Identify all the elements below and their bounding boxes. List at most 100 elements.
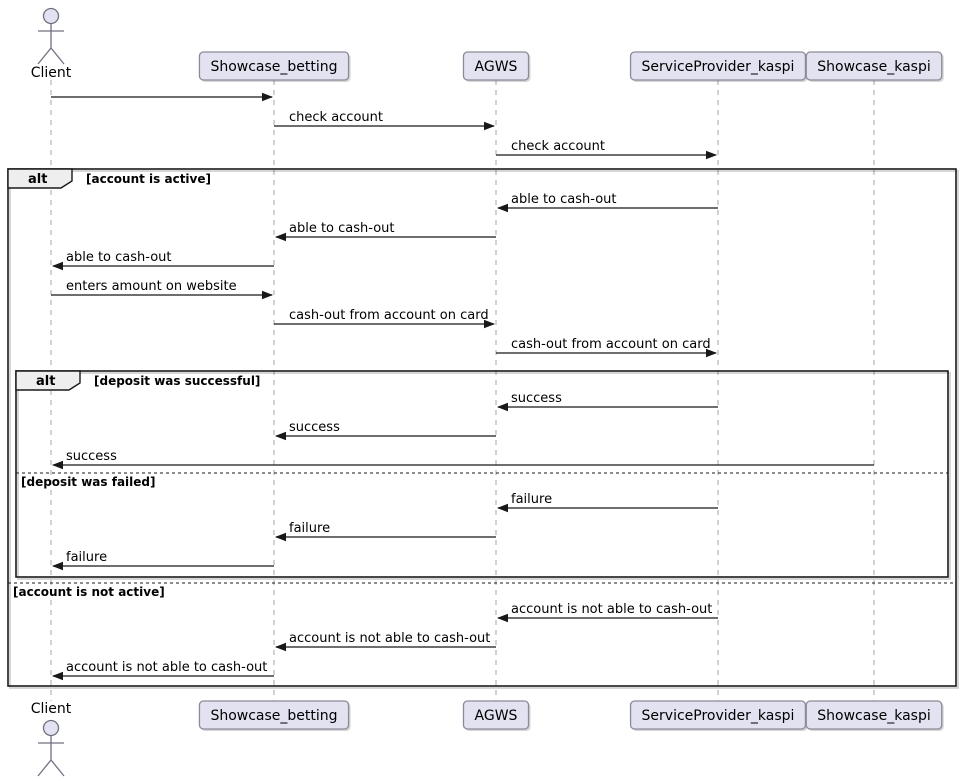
message-label: able to cash-out [66, 250, 172, 265]
participant-sp_kaspi: ServiceProvider_kaspi [629, 700, 808, 731]
message-arrowhead [52, 460, 63, 470]
message-arrowhead [275, 232, 286, 242]
message-4-able-to-cash-out: able to cash-out [497, 192, 718, 213]
alt-frame-shadow [17, 372, 951, 580]
actor-leg-left [37, 759, 52, 777]
participant-showcase_betting: Showcase_betting [198, 700, 351, 731]
alt-frame-outer: alt [account is active] [account is not ac… [7, 168, 959, 689]
message-14-failure: failure [275, 521, 496, 542]
participant-label: AGWS [475, 708, 518, 724]
message-7-enters-amount-on-website: enters amount on website [51, 279, 273, 300]
message-label: failure [289, 521, 330, 536]
participant-label: Showcase_betting [210, 708, 337, 724]
message-15-failure: failure [52, 550, 274, 571]
message-18-account-is-not-able-to-cash-out: account is not able to cash-out [52, 660, 274, 681]
message-label: success [66, 449, 117, 464]
actor-client-top: Client [31, 7, 72, 81]
participant-sp_kaspi: ServiceProvider_kaspi [629, 51, 808, 82]
message-label: success [289, 420, 340, 435]
message-arrowhead [275, 431, 286, 441]
message-arrowhead [497, 402, 508, 412]
participant-box [629, 51, 807, 81]
actor-leg-right [50, 47, 65, 65]
alt-frame-inner: alt [deposit was successful] [deposit was … [15, 370, 951, 580]
guard-label: [deposit was successful] [94, 374, 260, 388]
message-label: able to cash-out [511, 192, 617, 207]
guard-label: [deposit was failed] [21, 475, 155, 489]
participant-box [198, 51, 350, 81]
actor-client-bottom: Client [31, 701, 72, 777]
actor-head [42, 719, 60, 737]
participant-showcase_kaspi: Showcase_kaspi [805, 700, 944, 731]
message-label: account is not able to cash-out [66, 660, 267, 675]
actor-label: Client [31, 65, 72, 81]
message-arrowhead [262, 92, 273, 102]
message-8-cash-out-from-account-on-card: cash-out from account on card [274, 308, 495, 329]
message-label: account is not able to cash-out [511, 602, 712, 617]
alt-frame-border [15, 370, 949, 578]
message-arrowhead [52, 561, 63, 571]
message-arrowhead [262, 290, 273, 300]
message-label: check account [289, 110, 383, 125]
message-arrowhead [484, 121, 495, 131]
message-label: enters amount on website [66, 279, 237, 294]
message-arrowhead [275, 642, 286, 652]
participant-box [462, 700, 530, 730]
message-arrowhead [706, 150, 717, 160]
participant-label: Showcase_kaspi [817, 59, 930, 75]
participant-box [805, 700, 943, 730]
message-17-account-is-not-able-to-cash-out: account is not able to cash-out [275, 631, 496, 652]
participant-box [198, 700, 350, 730]
participant-agws: AGWS [462, 51, 531, 82]
message-16-account-is-not-able-to-cash-out: account is not able to cash-out [497, 602, 718, 623]
message-arrowhead [52, 261, 63, 271]
alt-header-pentagon [15, 370, 81, 391]
participant-label: Showcase_kaspi [817, 708, 930, 724]
participant-label: Showcase_betting [210, 59, 337, 75]
participant-label: ServiceProvider_kaspi [642, 59, 795, 75]
actor-head [42, 7, 60, 25]
message-label: able to cash-out [289, 221, 395, 236]
alt-header-pentagon [7, 168, 73, 189]
participant-label: AGWS [475, 59, 518, 75]
message-label: cash-out from account on card [289, 308, 489, 323]
message-arrowhead [497, 613, 508, 623]
message-6-able-to-cash-out: able to cash-out [52, 250, 274, 271]
guard-label: [account is active] [86, 172, 211, 186]
guard-label: [account is not active] [13, 585, 165, 599]
message-arrowhead [706, 348, 717, 358]
message-arrowhead [484, 319, 495, 329]
message-arrowhead [497, 203, 508, 213]
participant-box [462, 51, 530, 81]
message-10-success: success [497, 391, 718, 412]
participant-box [805, 51, 943, 81]
message-label: check account [511, 139, 605, 154]
message-5-able-to-cash-out: able to cash-out [275, 221, 496, 242]
message-label: failure [66, 550, 107, 565]
actor-leg-left [37, 47, 52, 65]
participant-showcase_kaspi: Showcase_kaspi [805, 51, 944, 82]
message-arrowhead [275, 532, 286, 542]
message-1 [51, 92, 273, 102]
message-3-check-account: check account [496, 139, 717, 160]
alt-header-label: alt [28, 172, 47, 187]
alt-header-label: alt [36, 374, 55, 389]
actor-leg-right [50, 759, 65, 777]
participant-agws: AGWS [462, 700, 531, 731]
alt-frame-shadow [9, 170, 959, 689]
participant-label: ServiceProvider_kaspi [642, 708, 795, 724]
message-label: success [511, 391, 562, 406]
participant-showcase_betting: Showcase_betting [198, 51, 351, 82]
message-arrowhead [497, 503, 508, 513]
message-11-success: success [275, 420, 496, 441]
message-label: failure [511, 492, 552, 507]
message-9-cash-out-from-account-on-card: cash-out from account on card [496, 337, 717, 358]
message-label: account is not able to cash-out [289, 631, 490, 646]
message-13-failure: failure [497, 492, 718, 513]
alt-frame-border [7, 168, 957, 687]
actor-label: Client [31, 701, 72, 717]
participant-box [629, 700, 807, 730]
message-2-check-account: check account [274, 110, 495, 131]
